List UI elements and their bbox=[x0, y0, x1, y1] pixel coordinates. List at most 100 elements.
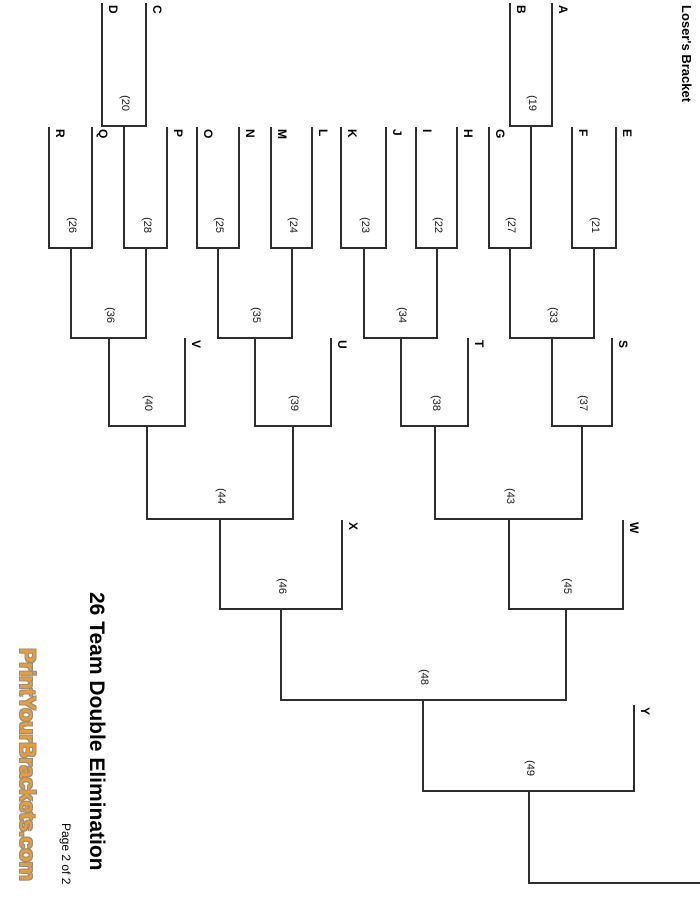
team-line-R bbox=[48, 127, 50, 249]
game-label-49: (49 bbox=[524, 760, 536, 776]
team-line-U bbox=[330, 338, 332, 427]
team-line-Y bbox=[633, 705, 635, 792]
game-advance-line-44 bbox=[219, 518, 221, 610]
page-title: 26 Team Double Elimination bbox=[85, 592, 108, 871]
team-line-M bbox=[270, 127, 272, 249]
game-advance-line-49 bbox=[528, 790, 530, 884]
game-label-39: (39 bbox=[288, 395, 300, 411]
game-label-38: (38 bbox=[430, 395, 442, 411]
losers-bracket-title: Loser's Bracket bbox=[679, 5, 694, 103]
game-advance-line-45 bbox=[565, 608, 567, 701]
team-label-J: J bbox=[390, 129, 404, 136]
game-label-36: (36 bbox=[104, 307, 116, 323]
team-line-P bbox=[166, 127, 168, 249]
game-advance-line-48 bbox=[422, 699, 424, 792]
team-line-E bbox=[615, 127, 617, 249]
team-label-L: L bbox=[316, 129, 330, 137]
game-advance-line-39 bbox=[292, 425, 294, 520]
printyourbrackets-watermark: PrintYourBrackets.com bbox=[15, 648, 40, 881]
team-label-D: D bbox=[106, 5, 120, 14]
game-label-20: (20 bbox=[119, 95, 131, 111]
game-label-48: (48 bbox=[418, 669, 430, 685]
team-label-T: T bbox=[472, 340, 486, 348]
game-advance-line-28 bbox=[145, 247, 147, 339]
team-line-F bbox=[571, 127, 573, 249]
game-advance-line-23 bbox=[363, 247, 365, 339]
game-label-34: (34 bbox=[396, 307, 408, 323]
team-label-H: H bbox=[461, 129, 475, 138]
game-advance-line-27 bbox=[509, 247, 511, 339]
game-label-43: (43 bbox=[504, 488, 516, 504]
team-label-V: V bbox=[189, 340, 203, 349]
team-line-N bbox=[238, 127, 240, 249]
game-advance-line-33 bbox=[551, 337, 553, 427]
team-label-U: U bbox=[335, 340, 349, 349]
game-label-46: (46 bbox=[276, 578, 288, 594]
team-label-C: C bbox=[150, 5, 164, 14]
team-line-H bbox=[456, 127, 458, 249]
team-label-E: E bbox=[620, 129, 634, 138]
game-label-45: (45 bbox=[561, 578, 573, 594]
game-advance-line-46 bbox=[280, 608, 282, 701]
team-line-V bbox=[184, 338, 186, 427]
team-label-B: B bbox=[514, 5, 528, 14]
game-label-19: (19 bbox=[526, 95, 538, 111]
team-line-A bbox=[551, 3, 553, 127]
game-label-24: (24 bbox=[287, 217, 299, 233]
team-line-I bbox=[415, 127, 417, 249]
game-label-40: (40 bbox=[142, 395, 154, 411]
team-label-P: P bbox=[171, 129, 185, 138]
game-advance-line-21 bbox=[593, 247, 595, 339]
team-label-I: I bbox=[420, 129, 434, 133]
game-advance-line-36 bbox=[108, 337, 110, 427]
game-label-21: (21 bbox=[589, 217, 601, 233]
team-label-M: M bbox=[275, 129, 289, 139]
game-label-37: (37 bbox=[577, 395, 589, 411]
game-advance-line-25 bbox=[217, 247, 219, 339]
team-label-K: K bbox=[345, 129, 359, 138]
team-line-L bbox=[311, 127, 313, 249]
game-label-35: (35 bbox=[250, 307, 262, 323]
team-label-Y: Y bbox=[638, 707, 652, 716]
game-label-44: (44 bbox=[215, 488, 227, 504]
team-label-X: X bbox=[346, 522, 360, 531]
team-line-X bbox=[341, 520, 343, 610]
team-label-R: R bbox=[53, 129, 67, 138]
team-label-F: F bbox=[576, 129, 590, 137]
team-line-D bbox=[101, 3, 103, 127]
game-label-25: (25 bbox=[213, 217, 225, 233]
team-label-G: G bbox=[493, 129, 507, 139]
game-advance-line-26 bbox=[70, 247, 72, 339]
final-advance-line bbox=[529, 882, 700, 884]
game-advance-line-24 bbox=[291, 247, 293, 339]
team-line-C bbox=[145, 3, 147, 127]
team-label-O: O bbox=[201, 129, 215, 139]
team-line-G bbox=[488, 127, 490, 249]
game-advance-line-34 bbox=[400, 337, 402, 427]
team-label-S: S bbox=[616, 340, 630, 349]
game-label-28: (28 bbox=[141, 217, 153, 233]
page-number-label: Page 2 of 2 bbox=[59, 823, 73, 885]
game-label-27: (27 bbox=[505, 217, 517, 233]
team-line-B bbox=[509, 3, 511, 127]
game-advance-line-35 bbox=[254, 337, 256, 427]
team-label-Q: Q bbox=[96, 129, 110, 139]
game-advance-line-37 bbox=[581, 425, 583, 520]
game-advance-line-38 bbox=[434, 425, 436, 520]
game-advance-line-40 bbox=[146, 425, 148, 520]
team-label-A: A bbox=[556, 5, 570, 14]
team-line-W bbox=[622, 520, 624, 610]
game-advance-line-20 bbox=[123, 125, 125, 249]
game-label-22: (22 bbox=[432, 217, 444, 233]
game-advance-line-22 bbox=[436, 247, 438, 339]
game-advance-line-19 bbox=[530, 125, 532, 249]
team-line-K bbox=[340, 127, 342, 249]
game-label-23: (23 bbox=[359, 217, 371, 233]
team-line-J bbox=[385, 127, 387, 249]
team-label-W: W bbox=[627, 522, 641, 534]
team-line-S bbox=[611, 338, 613, 427]
team-line-O bbox=[196, 127, 198, 249]
game-label-33: (33 bbox=[547, 307, 559, 323]
